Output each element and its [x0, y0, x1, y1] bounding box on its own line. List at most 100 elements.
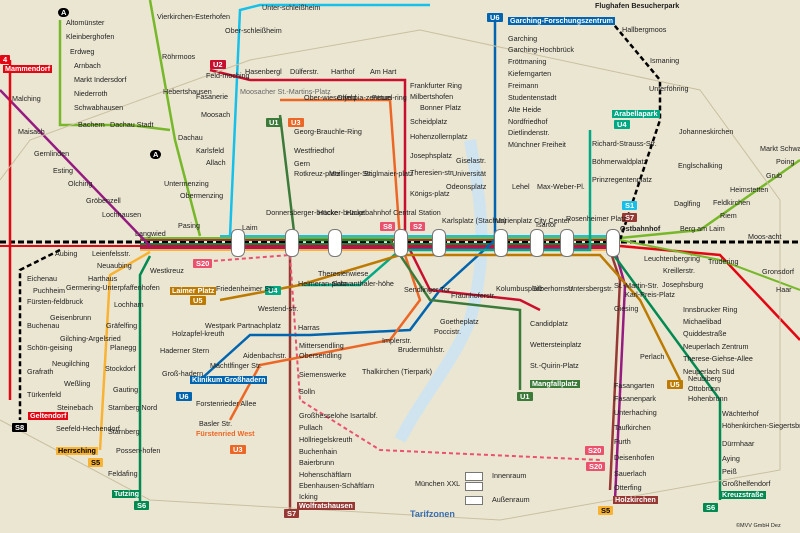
label-niederroth[interactable]: Niederroth: [74, 89, 108, 98]
label-aying[interactable]: Aying: [722, 454, 740, 463]
label-georgbr[interactable]: Georg-Brauchle-Ring: [294, 127, 362, 136]
label-machtl[interactable]: Machtlfinger Str.: [210, 361, 262, 370]
label-icking[interactable]: Icking: [299, 492, 318, 501]
line-badge-s7[interactable]: S7: [284, 509, 300, 518]
label-giesing[interactable]: Giesing: [614, 304, 639, 313]
label-stmartin[interactable]: St.-Martin-Str.: [614, 281, 659, 290]
label-freimann[interactable]: Freimann: [508, 81, 539, 90]
line-badge-u2[interactable]: U2: [210, 60, 226, 69]
label-garching[interactable]: Garching: [508, 34, 538, 43]
label-dietl[interactable]: Dietlindenstr.: [508, 128, 550, 137]
line-badge-u6[interactable]: U6: [176, 392, 192, 401]
line-badge-u3[interactable]: U3: [230, 445, 246, 454]
label-flughafen[interactable]: Flughafen Besucherpark: [595, 1, 680, 10]
label-schwanth[interactable]: Schwanthaler-höhe: [332, 279, 394, 288]
label-garching-hb[interactable]: Garching-Hochbrück: [508, 45, 574, 54]
label-ottobrunn[interactable]: Ottobrunn: [688, 384, 720, 393]
label-theresienstr[interactable]: Theresien-str.: [410, 168, 454, 177]
line-badge-s2[interactable]: S2: [410, 222, 426, 231]
label-olympia[interactable]: Olympia-zentrum: [337, 93, 392, 102]
label-siemens[interactable]: Siemenswerke: [299, 370, 347, 379]
label-taufk[interactable]: Taufkirchen: [614, 423, 651, 432]
label-therese[interactable]: Therese-Giehse-Allee: [683, 354, 753, 363]
label-seefeld[interactable]: Seefeld-Hechendorf: [56, 424, 120, 433]
label-karlsfeld[interactable]: Karlsfeld: [196, 146, 224, 155]
label-stquirin[interactable]: St.-Quirin-Platz: [530, 361, 579, 370]
label-otterfing[interactable]: Otterfing: [614, 483, 642, 492]
label-mammendorf[interactable]: Mammendorf: [3, 64, 53, 73]
label-grosshelf[interactable]: Großhelfendorf: [722, 479, 771, 488]
label-hallbergmoos[interactable]: Hallbergmoos: [622, 25, 667, 34]
label-westend[interactable]: Westend-str.: [258, 304, 299, 313]
label-mfreiheit[interactable]: Münchner Freiheit: [508, 140, 566, 149]
label-eichenau[interactable]: Eichenau: [27, 274, 57, 283]
label-thalk[interactable]: Thalkirchen (Tierpark): [362, 367, 433, 376]
label-possenh[interactable]: Possen-hofen: [116, 446, 161, 455]
label-michaeli[interactable]: Michaelibad: [683, 317, 722, 326]
label-erdweg[interactable]: Erdweg: [70, 47, 95, 56]
label-tuerkenf[interactable]: Türkenfeld: [27, 390, 61, 399]
line-badge-s20[interactable]: S20: [585, 446, 605, 455]
label-hohensch[interactable]: Hohenschäftlarn: [299, 470, 352, 479]
label-johannes[interactable]: Johanneskirchen: [679, 127, 734, 136]
label-karlsplatz[interactable]: Karlsplatz (Stachus): [442, 216, 507, 225]
label-bonner[interactable]: Bonner Platz: [420, 103, 462, 112]
label-isartor[interactable]: Isartor: [536, 220, 557, 229]
station-hackerbruecke[interactable]: [328, 229, 342, 257]
label-schwabh[interactable]: Schwabhausen: [74, 103, 124, 112]
label-aubing[interactable]: Aubing: [55, 249, 78, 258]
label-ebenh[interactable]: Ebenhausen-Schäftlarn: [299, 481, 375, 490]
station-hauptbahnhof[interactable]: [394, 229, 408, 257]
line-badge-s8[interactable]: S8: [12, 423, 28, 432]
label-neuaubing[interactable]: Neuaubing: [97, 261, 132, 270]
label-aidenb[interactable]: Aidenbachstr.: [243, 351, 287, 360]
label-stiglm[interactable]: Stiglmaier-platz: [364, 169, 414, 178]
label-kiefern[interactable]: Kieferngarten: [508, 69, 552, 78]
label-steineb[interactable]: Steinebach: [57, 403, 93, 412]
label-joseph[interactable]: Josephsplatz: [410, 151, 452, 160]
label-hohenbr[interactable]: Hohenbrunn: [688, 394, 728, 403]
label-untermenz[interactable]: Untermenzing: [164, 179, 209, 188]
label-esting[interactable]: Esting: [53, 166, 73, 175]
label-neupz[interactable]: Neuperlach Zentrum: [683, 342, 749, 351]
label-holzk[interactable]: Holzkirchen: [613, 495, 658, 504]
label-garching-fz[interactable]: Garching-Forschungszentrum: [508, 16, 616, 25]
label-boehmer[interactable]: Böhmerwaldplatz: [592, 157, 648, 166]
line-badge-a[interactable]: A: [58, 8, 70, 17]
line-badge-u3[interactable]: U3: [288, 118, 304, 127]
label-planegg[interactable]: Planegg: [110, 343, 137, 352]
label-basler[interactable]: Basler Str.: [199, 419, 233, 428]
label-herrsching[interactable]: Herrsching: [56, 446, 98, 455]
label-oberwies[interactable]: Ober-wiesenfeld: [304, 93, 357, 102]
line-badge-s20[interactable]: S20: [586, 462, 606, 471]
label-waechter[interactable]: Wächterhof: [722, 409, 759, 418]
label-gronsdorf[interactable]: Gronsdorf: [762, 267, 794, 276]
line-badge-u6[interactable]: U6: [487, 13, 503, 22]
label-starnb[interactable]: Starnberg: [108, 427, 140, 436]
label-koenigs[interactable]: Königs-platz: [410, 189, 450, 198]
label-maxweber[interactable]: Max-Weber-Pl.: [537, 182, 585, 191]
label-neubiberg[interactable]: Neubiberg: [688, 374, 722, 383]
label-fuerstenw[interactable]: Fürstenried West: [196, 429, 255, 438]
label-grub[interactable]: Grub: [766, 171, 782, 180]
label-frankfurt[interactable]: Frankfurter Ring: [410, 81, 462, 90]
label-feldafing[interactable]: Feldafing: [108, 469, 138, 478]
label-giselastr[interactable]: Giselastr.: [456, 156, 486, 165]
label-dachaustadt[interactable]: Dachau Stadt: [110, 120, 154, 129]
label-pocci[interactable]: Poccistr.: [434, 327, 462, 336]
label-lehel[interactable]: Lehel: [512, 182, 530, 191]
label-obersendl[interactable]: Obersendling: [299, 351, 342, 360]
label-laimerpl[interactable]: Laimer Platz: [170, 286, 217, 295]
label-groebenz[interactable]: Gröbenzell: [86, 196, 121, 205]
label-neugilch[interactable]: Neugilching: [52, 359, 90, 368]
line-badge-s5[interactable]: S5: [88, 458, 104, 467]
label-untersberg[interactable]: Untersbergstr.: [568, 284, 614, 293]
label-richstr[interactable]: Richard-Strauss-Str.: [592, 139, 657, 148]
label-friedenh[interactable]: Friedenheimer Str.: [216, 284, 276, 293]
label-westfried[interactable]: Westfriedhof: [294, 146, 335, 155]
label-wessling[interactable]: Weßling: [64, 379, 91, 388]
label-sauerlach[interactable]: Sauerlach: [614, 469, 647, 478]
label-neups[interactable]: Neuperlach Süd: [683, 367, 735, 376]
label-furth[interactable]: Furth: [614, 437, 631, 446]
label-daglfing[interactable]: Daglfing: [674, 199, 701, 208]
